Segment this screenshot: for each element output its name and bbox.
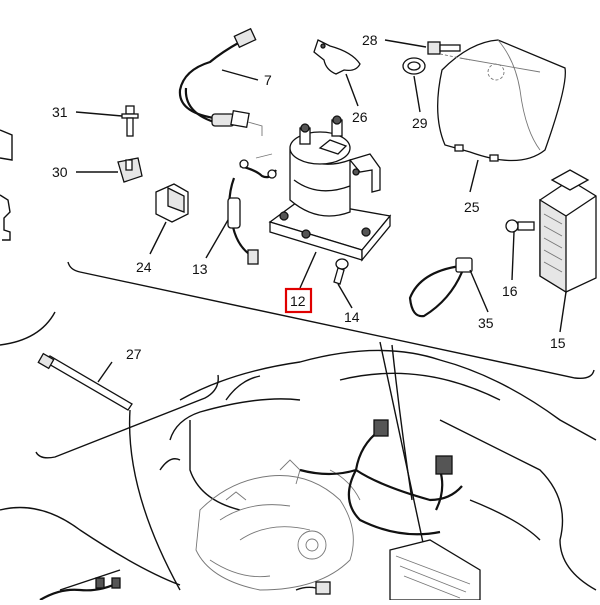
washer-29 xyxy=(402,57,426,75)
callout-7[interactable]: 7 xyxy=(264,72,272,88)
left-edge-part xyxy=(0,129,13,161)
connector-24 xyxy=(155,183,189,223)
engine xyxy=(195,459,361,591)
callout-14[interactable]: 14 xyxy=(344,309,360,325)
leader-26 xyxy=(345,73,359,107)
leader-12 xyxy=(299,251,317,289)
leader-27-down xyxy=(128,409,181,591)
strap-35 xyxy=(408,257,473,318)
callout-12-highlight xyxy=(284,287,313,314)
callout-15[interactable]: 15 xyxy=(550,335,566,351)
left-edge-bracket xyxy=(0,311,56,346)
leader-7 xyxy=(221,69,259,81)
callout-30[interactable]: 30 xyxy=(52,164,68,180)
bolt-28 xyxy=(427,41,461,55)
callout-24[interactable]: 24 xyxy=(136,259,152,275)
callout-16[interactable]: 16 xyxy=(502,283,518,299)
cover-25 xyxy=(437,39,566,162)
bracket-leader-right xyxy=(391,344,413,501)
leader-24 xyxy=(149,221,167,255)
callout-29[interactable]: 29 xyxy=(412,115,428,131)
screw-14 xyxy=(333,258,349,285)
leader-27 xyxy=(97,361,113,383)
callout-27[interactable]: 27 xyxy=(126,346,142,362)
leader-14 xyxy=(337,283,353,309)
bolt-16 xyxy=(505,219,535,233)
clamp-26 xyxy=(313,39,361,75)
bottom-left-wires xyxy=(39,577,121,601)
leader-31 xyxy=(75,111,123,117)
cable-tie-27 xyxy=(37,352,133,411)
leader-25 xyxy=(469,159,479,193)
callout-12[interactable]: 12 xyxy=(290,293,306,309)
main-bracket xyxy=(67,261,595,380)
bottom-center-parts xyxy=(295,581,331,595)
callout-25[interactable]: 25 xyxy=(464,199,480,215)
leader-35 xyxy=(469,269,489,313)
vehicle-body xyxy=(0,349,597,591)
leader-28 xyxy=(384,39,427,48)
callout-35[interactable]: 35 xyxy=(478,315,494,331)
battery-tray xyxy=(389,539,481,601)
callout-31[interactable]: 31 xyxy=(52,104,68,120)
callout-28[interactable]: 28 xyxy=(362,32,378,48)
callout-13[interactable]: 13 xyxy=(192,261,208,277)
pin-31 xyxy=(121,105,139,137)
leader-13 xyxy=(205,219,229,259)
leader-15 xyxy=(559,291,567,333)
leader-16 xyxy=(511,231,515,281)
cable-7 xyxy=(178,27,263,136)
clip-30 xyxy=(117,157,143,183)
bracket-leader-left xyxy=(379,341,426,553)
harness-13 xyxy=(227,153,277,265)
solenoid-12 xyxy=(268,115,392,262)
vehicle-harness xyxy=(299,419,463,536)
leader-29 xyxy=(413,75,421,113)
regulator-15 xyxy=(539,169,597,294)
callout-26[interactable]: 26 xyxy=(352,109,368,125)
left-edge-clip xyxy=(0,194,11,241)
